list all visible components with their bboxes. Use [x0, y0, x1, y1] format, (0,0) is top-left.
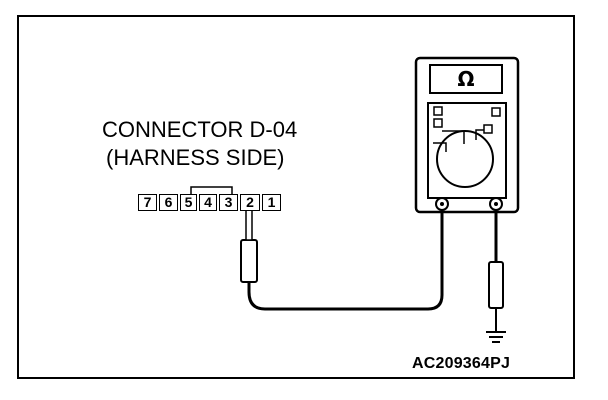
dial-scale-mark	[442, 130, 465, 144]
test-probe-icon	[240, 239, 258, 283]
connector-pin-4: 4	[199, 194, 217, 211]
connector-subtitle: (HARNESS SIDE)	[106, 145, 285, 170]
ground-probe-icon	[488, 261, 504, 309]
probe-lead-wire	[247, 210, 444, 311]
connector-pin-2: 2	[240, 194, 260, 211]
connector-pin-3: 3	[219, 194, 238, 211]
connector-title: CONNECTOR D-04	[102, 117, 298, 142]
ohm-symbol-icon: Ω	[457, 67, 475, 91]
connector-latch-bracket	[190, 186, 233, 194]
range-switch-icon	[491, 107, 501, 117]
multimeter-display	[429, 64, 503, 94]
dial-scale-mark	[433, 142, 447, 152]
diagram-frame	[17, 15, 575, 379]
selector-dial-icon	[436, 130, 494, 188]
range-switch-icon	[433, 106, 443, 116]
multimeter-panel	[427, 102, 507, 199]
connector-pin-5: 5	[180, 194, 197, 211]
connector-pin-7: 7	[138, 194, 157, 211]
figure-code: AC209364PJ	[412, 355, 511, 372]
dial-scale-mark	[475, 129, 484, 140]
connector-pin-1: 1	[262, 194, 281, 211]
range-switch-icon	[433, 118, 443, 128]
connector-pin-6: 6	[159, 194, 178, 211]
range-switch-icon	[483, 124, 493, 134]
probe-tip	[245, 206, 253, 241]
